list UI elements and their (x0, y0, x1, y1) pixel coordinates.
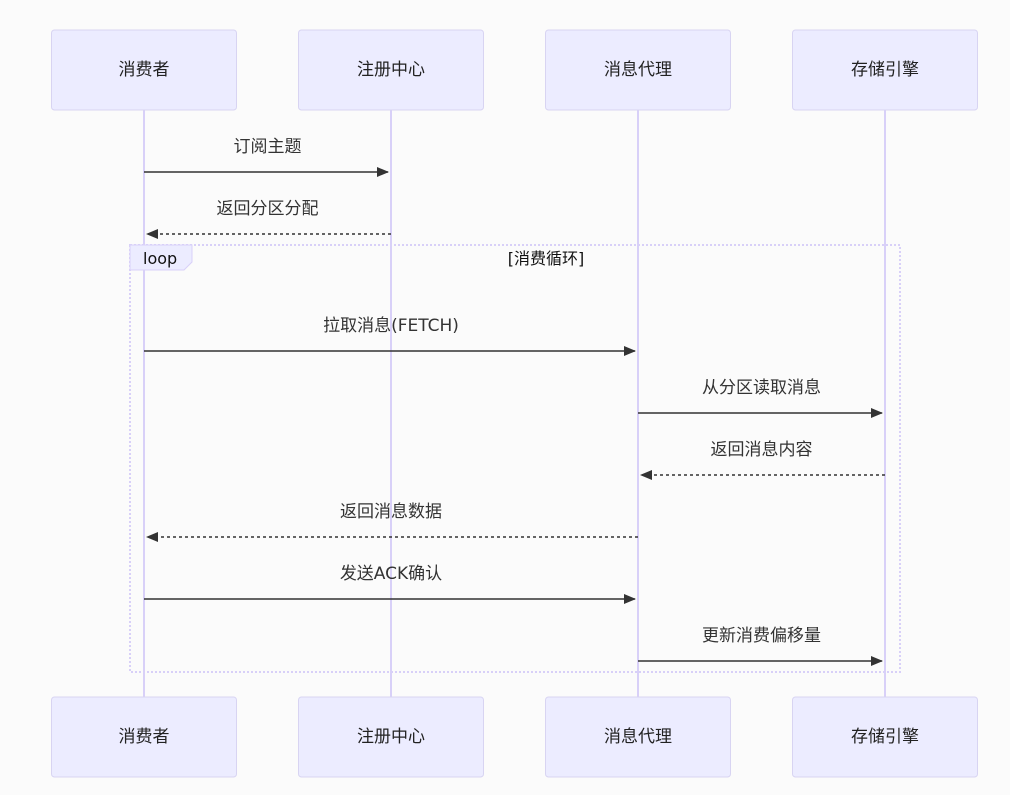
actor-label: 存储引擎 (851, 727, 919, 747)
actor-box (792, 696, 978, 778)
message-label: 返回分区分配 (217, 199, 319, 219)
actor-consumer-bottom: 消费者 (51, 696, 237, 778)
message-label: 更新消费偏移量 (702, 626, 821, 646)
actor-broker-bottom: 消息代理 (545, 696, 731, 778)
loop-title: [消费循环] (508, 249, 585, 268)
actor-consumer-top: 消费者 (51, 29, 237, 111)
actors-bottom: 消费者 注册中心 消息代理 存储引擎 (51, 696, 978, 778)
loop-tag: loop (143, 249, 177, 268)
message-label: 订阅主题 (234, 137, 302, 157)
actor-label: 存储引擎 (851, 60, 919, 80)
message-label: 返回消息内容 (711, 440, 813, 460)
message-label: 拉取消息(FETCH) (323, 316, 459, 336)
actor-box (545, 29, 731, 111)
actor-label: 消息代理 (604, 727, 672, 747)
actor-box (298, 29, 484, 111)
actor-registry-top: 注册中心 (298, 29, 484, 111)
actor-broker-top: 消息代理 (545, 29, 731, 111)
message-7: 发送ACK确认 (144, 564, 636, 604)
actor-box (51, 29, 237, 111)
actor-label: 消费者 (119, 60, 170, 80)
actor-label: 消费者 (119, 727, 170, 747)
message-3: 拉取消息(FETCH) (144, 316, 636, 356)
loop-frame: loop [消费循环] (129, 244, 901, 673)
message-8: 更新消费偏移量 (638, 626, 883, 666)
message-label: 从分区读取消息 (702, 378, 821, 398)
actor-registry-bottom: 注册中心 (298, 696, 484, 778)
actor-box (792, 29, 978, 111)
actor-box (298, 696, 484, 778)
message-label: 返回消息数据 (340, 502, 442, 522)
message-4: 从分区读取消息 (638, 378, 883, 418)
message-2: 返回分区分配 (146, 199, 391, 239)
actor-label: 注册中心 (357, 60, 425, 80)
actor-label: 消息代理 (604, 60, 672, 80)
actors-top: 消费者 注册中心 消息代理 存储引擎 (51, 29, 978, 111)
message-1: 订阅主题 (144, 137, 389, 177)
actor-label: 注册中心 (357, 727, 425, 747)
actor-box (51, 696, 237, 778)
message-6: 返回消息数据 (146, 502, 638, 542)
message-label: 发送ACK确认 (340, 564, 442, 584)
actor-storage-bottom: 存储引擎 (792, 696, 978, 778)
actor-storage-top: 存储引擎 (792, 29, 978, 111)
message-5: 返回消息内容 (640, 440, 885, 480)
actor-box (545, 696, 731, 778)
